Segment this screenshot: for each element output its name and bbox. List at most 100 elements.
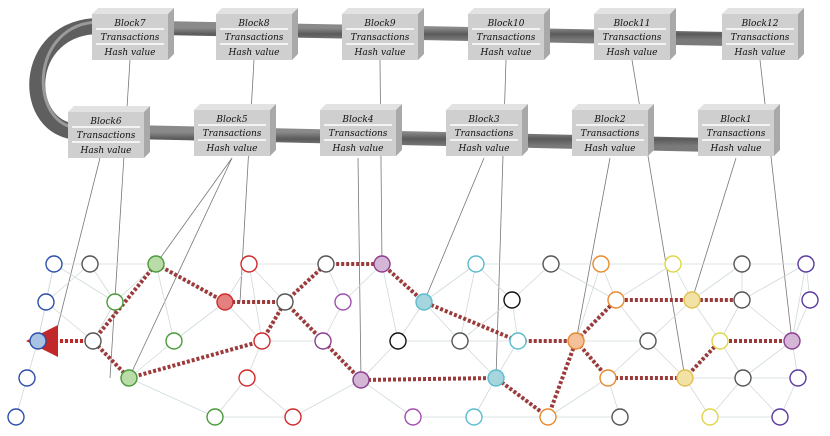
block-10: Block10 Transactions Hash value [468, 8, 550, 60]
mesh-edge [547, 377, 609, 418]
network-node [7, 408, 25, 426]
network-node [711, 332, 729, 350]
transaction-path-segment [90, 261, 289, 381]
mesh-edge [691, 263, 743, 301]
mesh-edge [550, 263, 617, 301]
network-node [639, 332, 657, 350]
mesh-edge [607, 340, 649, 379]
network-node [29, 332, 47, 350]
mesh-edge [615, 263, 674, 301]
network-node [611, 408, 629, 426]
network-node [701, 408, 719, 426]
network-node [664, 255, 682, 273]
mesh-edge [511, 263, 552, 301]
mesh-edge [459, 263, 477, 342]
mesh-edge [155, 263, 175, 342]
network-node [789, 369, 807, 387]
block-transactions: Transactions [477, 33, 536, 43]
block-node-link [155, 157, 233, 265]
mesh-edge [114, 263, 157, 303]
block-title: Block9 [363, 19, 395, 29]
block-hash: Hash value [710, 144, 762, 154]
mesh-edge [647, 299, 693, 342]
block-transactions: Transactions [581, 129, 640, 139]
network-node [284, 408, 302, 426]
network-node [607, 291, 625, 309]
block-hash: Hash value [80, 146, 132, 156]
mesh-edge [45, 301, 94, 342]
block-transactions: Transactions [203, 129, 262, 139]
network-node [539, 408, 557, 426]
mesh-edge [459, 299, 513, 342]
mesh-edge [423, 263, 477, 303]
mesh-edge [53, 263, 116, 303]
block-transactions: Transactions [101, 33, 160, 43]
network-node [45, 255, 63, 273]
block-transactions: Transactions [603, 33, 662, 43]
network-node [771, 408, 789, 426]
network-node [253, 332, 271, 350]
block-node-links [53, 59, 793, 381]
block-hash: Hash value [734, 48, 786, 58]
block-node-link [357, 157, 362, 381]
network-node [509, 332, 527, 350]
block-hash: Hash value [480, 48, 532, 58]
block-title: Block6 [89, 117, 121, 127]
block-6: Block6 Transactions Hash value [68, 106, 150, 158]
network-node [373, 255, 391, 273]
mesh-edge [381, 263, 399, 342]
network-node [81, 255, 99, 273]
block-3: Block3 Transactions Hash value [446, 104, 528, 156]
block-node-link [423, 157, 485, 303]
network-node [733, 255, 751, 273]
block-1: Block1 Transactions Hash value [698, 104, 780, 156]
block-hash: Hash value [584, 144, 636, 154]
block-title: Block10 [487, 19, 525, 29]
mesh-edge [423, 301, 461, 342]
network-node [683, 291, 701, 309]
mesh-edge [224, 301, 263, 342]
mesh-edge [128, 377, 216, 418]
network-node [567, 332, 585, 350]
block-hash: Hash value [104, 48, 156, 58]
block-transactions: Transactions [329, 129, 388, 139]
network-node [487, 369, 505, 387]
block-hash: Hash value [332, 144, 384, 154]
block-transactions: Transactions [455, 129, 514, 139]
block-hash: Hash value [206, 144, 258, 154]
block-8: Block8 Transactions Hash value [216, 8, 298, 60]
network-node [352, 371, 370, 389]
network-node [734, 369, 752, 387]
block-4: Block4 Transactions Hash value [320, 104, 402, 156]
mesh-edge [173, 301, 226, 342]
network-node [676, 369, 694, 387]
mesh-edge [742, 340, 793, 379]
network-node [84, 332, 102, 350]
block-transactions: Transactions [707, 129, 766, 139]
network-node [783, 332, 801, 350]
mesh-edge [342, 263, 383, 303]
network-node [389, 332, 407, 350]
block-hash: Hash value [354, 48, 406, 58]
block-title: Block11 [613, 19, 651, 29]
mesh-edge [128, 340, 175, 379]
network-node [334, 293, 352, 311]
mesh-edge [292, 379, 362, 418]
network-node [599, 369, 617, 387]
block-hash: Hash value [228, 48, 280, 58]
network-node [147, 255, 165, 273]
network-node [733, 291, 751, 309]
mesh-edge [791, 263, 807, 342]
block-title: Block12 [741, 19, 779, 29]
mesh-edge [742, 377, 781, 418]
mesh-edge [647, 340, 686, 379]
transaction-path-segment [573, 298, 792, 380]
network-node [451, 332, 469, 350]
mesh-edge [246, 377, 294, 418]
network-node [317, 255, 335, 273]
mesh-edge [741, 263, 807, 301]
network-node [801, 291, 819, 309]
network-node [120, 369, 138, 387]
block-title: Block1 [719, 115, 751, 125]
